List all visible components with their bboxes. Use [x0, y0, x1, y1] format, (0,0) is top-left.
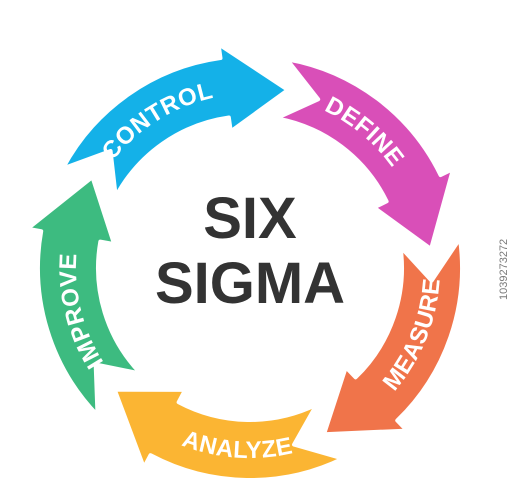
segment-measure	[322, 236, 464, 437]
segment-define	[274, 57, 456, 251]
segment-improve	[25, 175, 143, 418]
center-title: SIX SIGMA	[155, 186, 345, 316]
cycle-segments	[25, 42, 464, 482]
segment-analyze	[112, 387, 345, 482]
center-title-line-2: SIGMA	[155, 251, 345, 316]
center-title-line-1: SIX	[203, 186, 297, 251]
stock-id-watermark: 1039273272	[498, 238, 510, 300]
segment-control	[60, 42, 290, 199]
